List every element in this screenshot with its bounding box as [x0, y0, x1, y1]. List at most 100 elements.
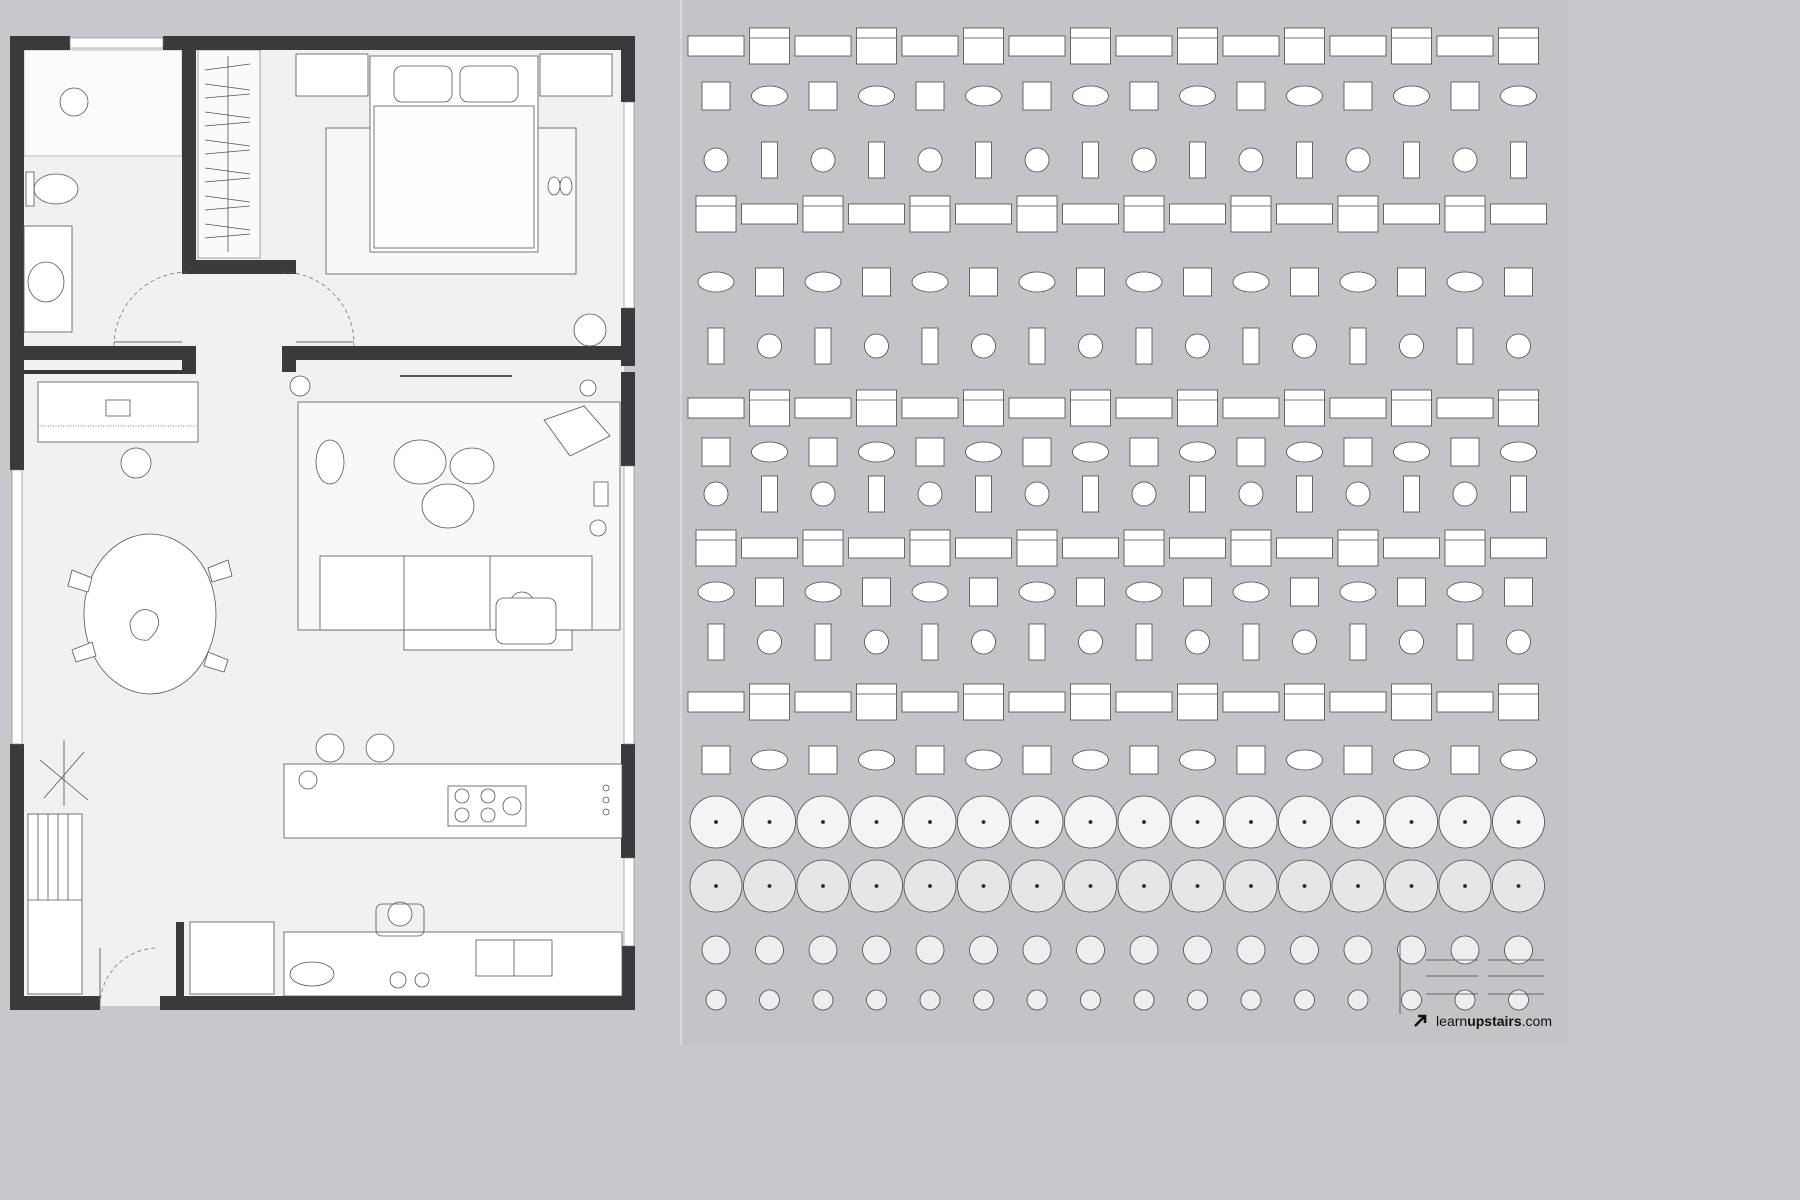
people-symbol: [1397, 577, 1426, 607]
tables-symbol: [848, 203, 905, 225]
knob-icon: [602, 784, 610, 792]
sofas-symbol: [701, 81, 731, 111]
people-symbol: [1232, 581, 1270, 603]
beds-symbol: [911, 271, 949, 293]
plants-symbol: [808, 935, 838, 965]
trees-symbol: [689, 795, 743, 849]
chairs-symbol: [1131, 147, 1157, 173]
rugs-symbol: [1506, 333, 1531, 359]
rugs-symbol: [1185, 333, 1210, 359]
shelving-symbol: [1022, 437, 1052, 467]
sofas-symbol: [1500, 85, 1537, 107]
shrubs-symbol: [903, 859, 957, 913]
bathroom-fixtures-symbol: [1222, 691, 1280, 713]
plants-symbol: [1236, 935, 1266, 965]
kitchen-appliances-symbol: [921, 623, 939, 661]
bathroom-fixtures-symbol: [1129, 745, 1159, 775]
tables-symbol: [909, 195, 951, 233]
brand-logo[interactable]: learnupstairs.com: [1412, 1013, 1552, 1029]
accessories-symbol: [909, 529, 951, 567]
cushions-symbol: [1296, 475, 1313, 513]
chairs-symbol: [1238, 147, 1264, 173]
people-symbol: [697, 581, 735, 603]
accessories-symbol: [848, 537, 905, 559]
beds-symbol: [755, 267, 784, 297]
pouf-icon: [495, 597, 557, 645]
shelving-symbol: [1284, 389, 1325, 427]
toilet-bowl: [33, 173, 79, 205]
tables-symbol: [1016, 195, 1058, 233]
plants-symbol: [1076, 935, 1105, 965]
tables-symbol: [695, 195, 737, 233]
shrubs-symbol: [957, 859, 1010, 913]
kitchen-appliances-symbol: [1028, 623, 1046, 661]
windows: [11, 37, 635, 947]
walls: [10, 36, 635, 1010]
trees-symbol: [1010, 795, 1064, 849]
shrubs-symbol: [1492, 859, 1545, 913]
bathroom-fixtures-symbol: [1343, 745, 1373, 775]
kitchen-appliances-symbol: [1506, 629, 1531, 655]
bathroom-fixtures-symbol: [1008, 691, 1066, 713]
beds-symbol: [969, 267, 998, 297]
people-symbol: [1018, 581, 1056, 603]
trees-symbol: [1438, 795, 1492, 849]
tables-symbol: [1123, 195, 1165, 233]
plants-symbol: [1129, 935, 1159, 965]
shelving-symbol: [1179, 441, 1216, 463]
library-symbols: [687, 27, 1547, 1014]
rugs-symbol: [1349, 327, 1367, 365]
sofas-symbol: [1498, 27, 1539, 65]
kitchen-appliances-symbol: [1078, 629, 1103, 655]
bean-bag-1: [393, 439, 447, 485]
sofas-symbol: [1022, 81, 1052, 111]
cushions-symbol: [1403, 475, 1420, 513]
rugs-symbol: [1292, 333, 1317, 359]
kitchen-appliances-symbol: [757, 629, 782, 655]
beds-symbol: [1397, 267, 1426, 297]
shelving-symbol: [1436, 397, 1494, 419]
beds-symbol: [1446, 271, 1484, 293]
sofas-symbol: [856, 27, 897, 65]
rugs-symbol: [1135, 327, 1153, 365]
bathroom-fixtures-symbol: [965, 749, 1002, 771]
beds-symbol: [1076, 267, 1105, 297]
trees-symbol: [796, 795, 850, 849]
symbol-library-panel: learnupstairs.com: [682, 0, 1568, 1045]
sofas-symbol: [1070, 27, 1111, 65]
beds-symbol: [1018, 271, 1056, 293]
plants-symbol: [1022, 935, 1052, 965]
sofas-symbol: [1286, 85, 1323, 107]
sofas-symbol: [1072, 85, 1109, 107]
floor-plan-panel: [0, 0, 680, 1045]
sofas-symbol: [1393, 85, 1430, 107]
shrubs-symbol: [1171, 859, 1224, 913]
chairs-symbol: [1510, 141, 1527, 179]
bathroom-fixtures-symbol: [794, 691, 852, 713]
monstera-leaf-icon: [129, 609, 160, 641]
beds-symbol: [862, 267, 891, 297]
cushions-symbol: [917, 481, 943, 507]
kitchen-appliances-symbol: [1242, 623, 1260, 661]
trees-symbol: [1278, 795, 1331, 849]
accessories-symbol: [1276, 537, 1333, 559]
bathroom-fixtures-symbol: [901, 691, 959, 713]
windows-symbol: [1080, 989, 1101, 1011]
shrubs-symbol: [1224, 859, 1278, 913]
rugs-symbol: [1078, 333, 1103, 359]
rugs-symbol: [1456, 327, 1474, 365]
panel-divider: [680, 0, 682, 1045]
plants-symbol: [915, 935, 945, 965]
shelving-symbol: [963, 389, 1004, 427]
beds-symbol: [1290, 267, 1319, 297]
living-area: [289, 375, 621, 651]
cushions-symbol: [1345, 481, 1371, 507]
shelving-symbol: [1070, 389, 1111, 427]
sofas-symbol: [751, 85, 788, 107]
entry-desk: [37, 381, 199, 479]
plants-symbol: [862, 935, 891, 965]
tables-symbol: [1062, 203, 1119, 225]
rugs-symbol: [971, 333, 996, 359]
bean-bag-3: [421, 483, 475, 529]
windows-symbol: [1187, 989, 1208, 1011]
